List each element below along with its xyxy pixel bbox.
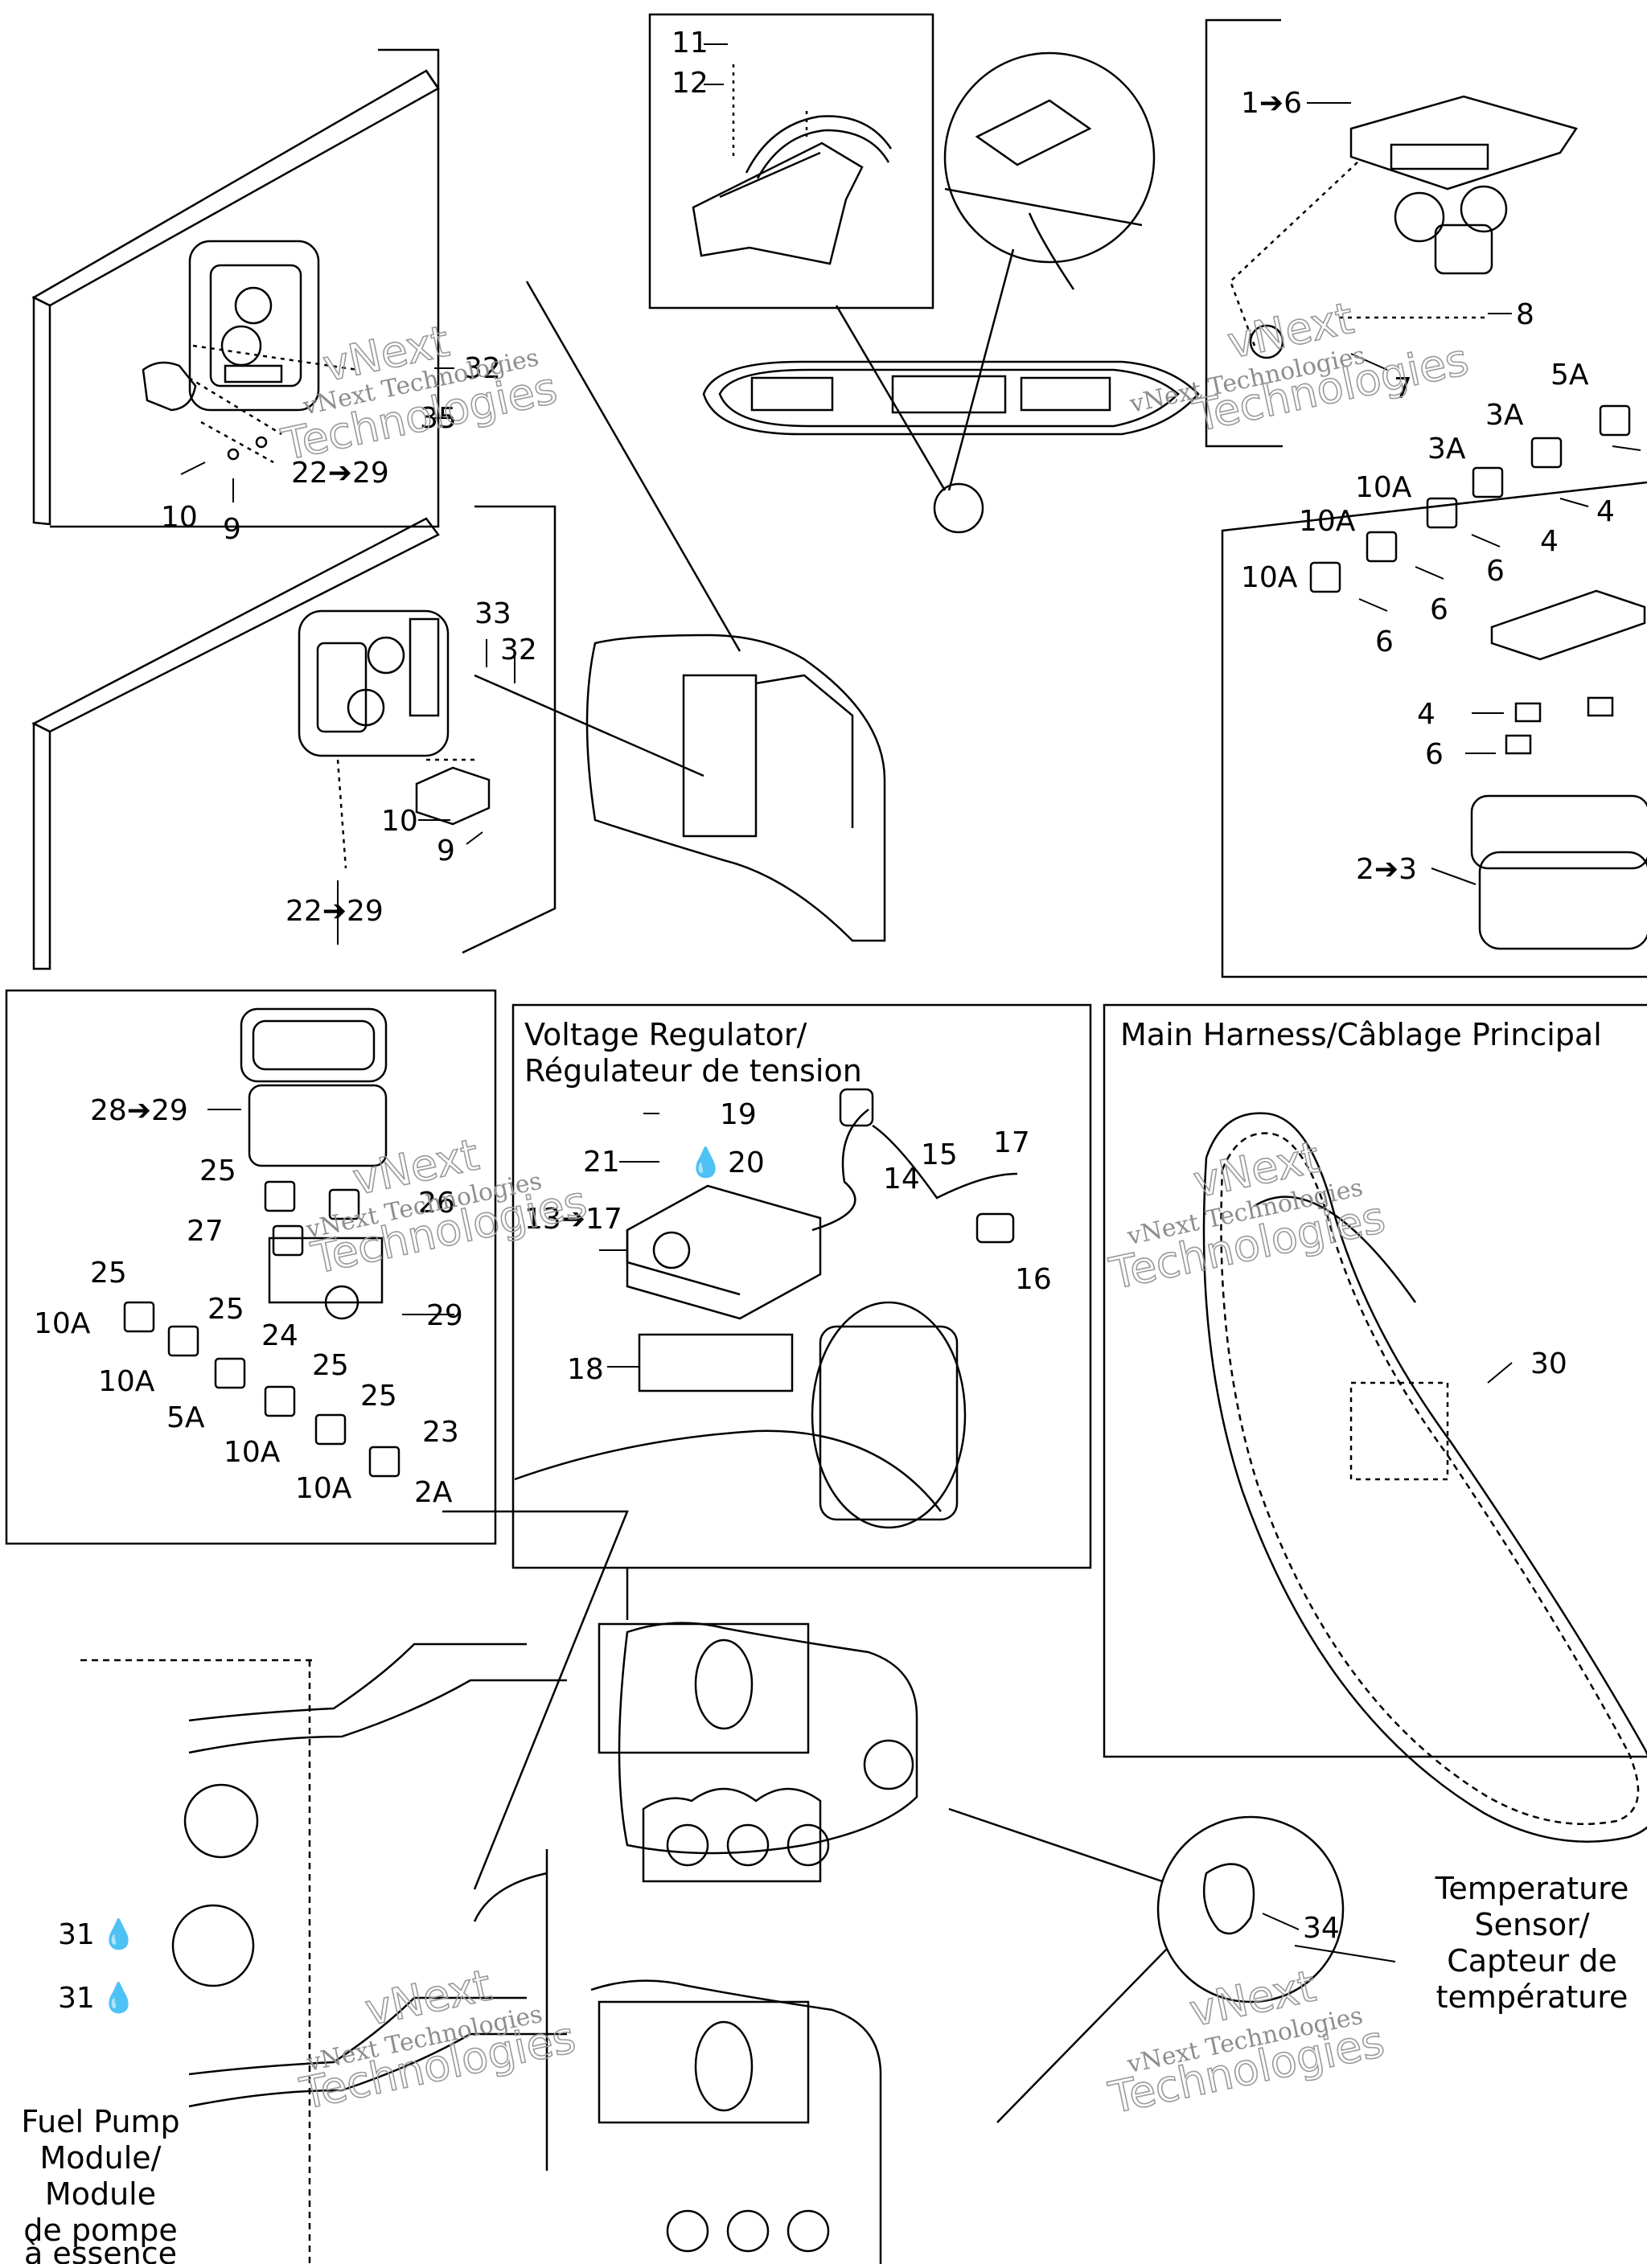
callout-23: 23 [422,1416,459,1449]
callout-13-17: 13➔17 [524,1203,622,1236]
callout-1-6: 1➔6 [1241,87,1302,120]
callout-21: 21 [583,1146,620,1179]
callout-17-a: 17 [993,1126,1030,1159]
fuel-pump-label-3: Module [45,2176,156,2212]
callout-6-3: 6 [1375,625,1394,658]
wall-mount-panel-middle [31,505,557,970]
terminal-block-inset [648,13,934,310]
callout-18: 18 [567,1353,604,1386]
callout-5a-b: 5A [166,1401,205,1434]
fuse-row-right [1309,404,1647,950]
callout-4: 4 [1540,525,1559,558]
callout-19: 19 [720,1098,757,1131]
main-harness-panel [1103,1003,1647,1843]
callout-8: 8 [1516,298,1534,331]
callout-9-top: 9 [223,513,241,546]
callout-4-block: 4 [1417,698,1435,731]
callout-10a-2: 10A [1299,505,1356,538]
callout-32-top: 32 [464,352,501,385]
callout-6-1: 6 [1486,555,1505,588]
temperature-sensor-label-3: Capteur de [1447,1943,1617,1979]
callout-2a: 2A [414,1476,453,1509]
callout-10a-b1: 10A [34,1307,91,1340]
fuel-pump-label-2: Module/ [40,2140,162,2176]
callout-22-29-mid: 22➔29 [285,895,384,928]
temperature-sensor-label-1: Temperature [1435,1871,1629,1906]
voltage-regulator-panel [511,1003,1092,1569]
callout-10a-1: 10A [1355,471,1412,504]
callout-10a-3: 10A [1241,561,1298,594]
callout-25-e: 25 [360,1380,397,1413]
fuel-pump-label-1: Fuel Pump [21,2104,179,2139]
callout-5a: 5A [1550,359,1589,392]
callout-10a-b2: 10A [98,1365,155,1398]
callout-6-block: 6 [1425,738,1444,771]
callout-25-d: 25 [312,1349,349,1382]
callout-3a: 3A [1427,433,1466,465]
fuel-pump-label-4: de pompe [23,2213,177,2248]
callout-30: 30 [1530,1347,1567,1380]
callout-20: 20 [728,1146,765,1179]
voltage-regulator-title-line2: Régulateur de tension [524,1053,862,1089]
callout-25-b: 25 [90,1257,127,1290]
callout-12: 12 [672,67,708,100]
callout-4-top: 4 [1596,495,1615,528]
callout-7: 7 [1394,372,1412,405]
callout-25-c: 25 [207,1293,244,1326]
callout-25-a: 25 [199,1155,236,1187]
watermarks: vNext vNext Technologies Technologies vN… [277,292,1473,2124]
callout-16: 16 [1015,1263,1052,1296]
callout-33: 33 [474,597,511,630]
callout-22-29-top: 22➔29 [291,457,389,490]
callout-11: 11 [672,27,708,59]
callout-6-2: 6 [1430,593,1448,626]
temperature-sensor-label-4: température [1436,1979,1629,2015]
callout-15: 15 [921,1138,958,1171]
callout-24: 24 [261,1319,298,1352]
callout-27: 27 [187,1215,224,1248]
panel-titles: Voltage Regulator/ Régulateur de tension… [21,1017,1629,2268]
magnified-detail-circle [943,51,1156,290]
engine-area [80,1510,1345,2267]
droplet-icon-31a: 💧 [101,1917,137,1951]
droplet-icon: 💧 [688,1146,724,1179]
leader-lines [180,43,1641,1962]
callout-3a-top: 3A [1485,399,1524,432]
boat-plan-view [702,248,1200,534]
callout-29: 29 [426,1299,463,1332]
callout-labels: 11 12 1➔6 8 7 5A 3A 3A 4 4 10A 10A 10A 6… [34,27,1615,2015]
voltage-regulator-title-line1: Voltage Regulator/ [524,1017,807,1052]
callout-10-top: 10 [161,501,198,534]
fuel-pump-label-5: à essence [24,2236,177,2264]
fuse-box-top-right [1205,18,1647,978]
callout-35: 35 [420,402,457,435]
callout-31-b: 31 [58,1982,95,2015]
wall-mount-panel-top [31,48,440,528]
callout-14: 14 [883,1163,920,1196]
fuse-cover-panel [5,989,497,1545]
callout-2-3: 2➔3 [1356,853,1417,886]
callout-9-mid: 9 [437,835,455,867]
callout-28-29: 28➔29 [90,1094,188,1127]
callout-34: 34 [1303,1912,1340,1945]
callout-10-mid: 10 [381,805,418,838]
callout-26: 26 [418,1187,455,1220]
temperature-sensor-label-2: Sensor/ [1474,1907,1589,1942]
droplet-icon-31b: 💧 [101,1981,137,2015]
callout-10a-b4: 10A [295,1472,352,1505]
console-closeup [474,281,886,942]
callout-10a-b3: 10A [224,1436,281,1469]
callout-31-a: 31 [58,1918,95,1951]
callout-32-mid: 32 [500,634,537,666]
main-harness-title: Main Harness/Câblage Principal [1120,1017,1602,1052]
